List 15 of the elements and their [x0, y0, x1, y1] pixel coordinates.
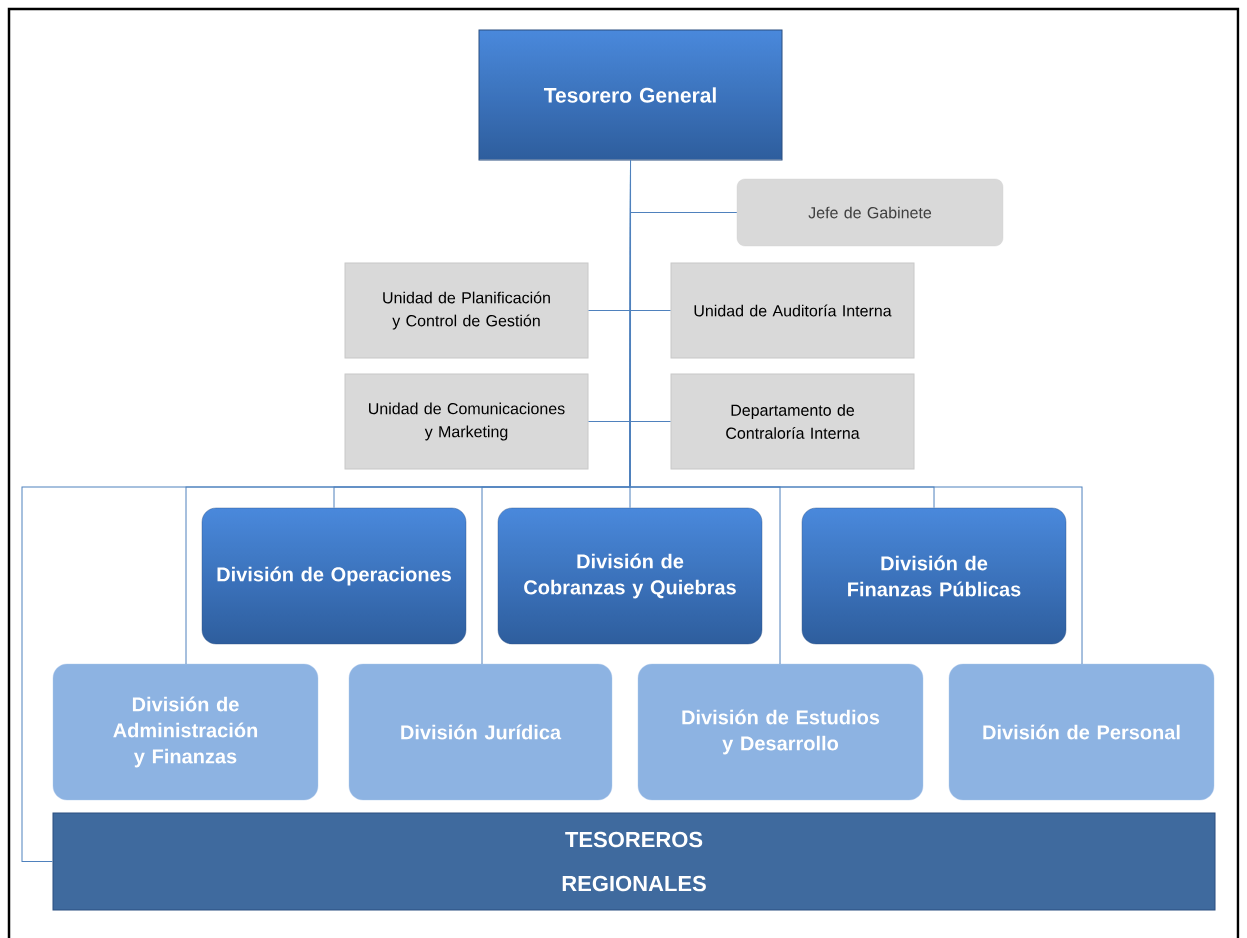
process-box: Jefe de Gabinete [736, 178, 1004, 247]
process-box: División de Estudios y Desarrollo [637, 663, 924, 801]
process-box: División de Personal [948, 663, 1215, 801]
process-box: División Jurídica [348, 663, 613, 801]
process-box: División de Finanzas Públicas [801, 507, 1067, 645]
process-box: Unidad de Planificación y Control de Gestión [344, 262, 589, 359]
process-box: Unidad de Auditoría Interna [670, 262, 915, 359]
process-box: División de Cobranzas y Quiebras [497, 507, 763, 645]
process-box: Tesorero General [478, 29, 783, 161]
process-box: División de Operaciones [201, 507, 467, 645]
process-box: Departamento de Contraloría Interna [670, 373, 915, 470]
process-box: Unidad de Comunicaciones y Marketing [344, 373, 589, 470]
process-box: División de Administración y Finanzas [52, 663, 319, 801]
connector-line [21, 160, 631, 862]
header-band: TESOREROS REGIONALES [52, 812, 1216, 911]
